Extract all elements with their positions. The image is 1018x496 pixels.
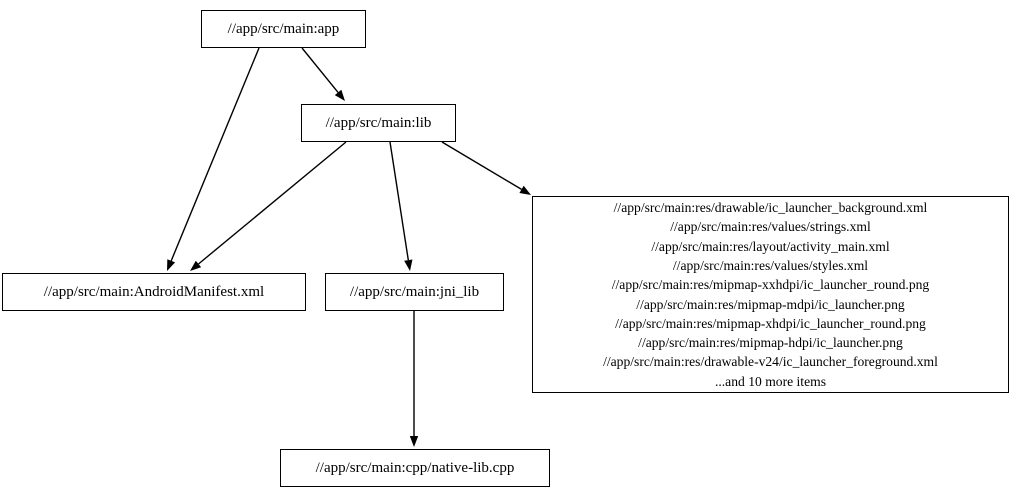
graph-node-resources[interactable]: //app/src/main:res/drawable/ic_launcher_… [532, 196, 1009, 393]
graph-edge-lib-to-resources [441, 141, 522, 190]
graph-edge-arrowhead-app-to-lib [334, 89, 345, 101]
graph-node-resources-label: //app/src/main:res/drawable/ic_launcher_… [603, 200, 938, 389]
graph-node-lib-label: //app/src/main:lib [325, 114, 432, 131]
graph-edge-arrowhead-app-to-manifest [167, 259, 176, 271]
graph-node-jni-lib-label: //app/src/main:jni_lib [349, 283, 480, 300]
graph-node-android-manifest-label: //app/src/main:AndroidManifest.xml [43, 283, 265, 300]
graph-edge-lib-to-jni_lib [389, 141, 410, 261]
graph-node-native-lib-cpp-label: //app/src/main:cpp/native-lib.cpp [315, 459, 515, 476]
graph-edge-arrowhead-jni_lib-to-native_lib_cpp [409, 436, 419, 447]
graph-edge-app-to-manifest [170, 47, 260, 262]
graph-node-app-label: //app/src/main:app [227, 20, 340, 37]
graph-node-native-lib-cpp[interactable]: //app/src/main:cpp/native-lib.cpp [280, 449, 550, 487]
graph-edge-arrowhead-lib-to-jni_lib [404, 259, 413, 271]
graph-node-android-manifest[interactable]: //app/src/main:AndroidManifest.xml [2, 273, 306, 311]
graph-node-app[interactable]: //app/src/main:app [201, 10, 366, 48]
graph-edge-app-to-lib [301, 47, 339, 93]
graph-edge-lib-to-manifest [198, 141, 347, 265]
graph-edge-arrowhead-lib-to-resources [519, 185, 531, 195]
graph-node-jni-lib[interactable]: //app/src/main:jni_lib [325, 273, 504, 311]
graph-node-lib[interactable]: //app/src/main:lib [301, 104, 456, 142]
graph-edge-arrowhead-lib-to-manifest [190, 260, 202, 271]
